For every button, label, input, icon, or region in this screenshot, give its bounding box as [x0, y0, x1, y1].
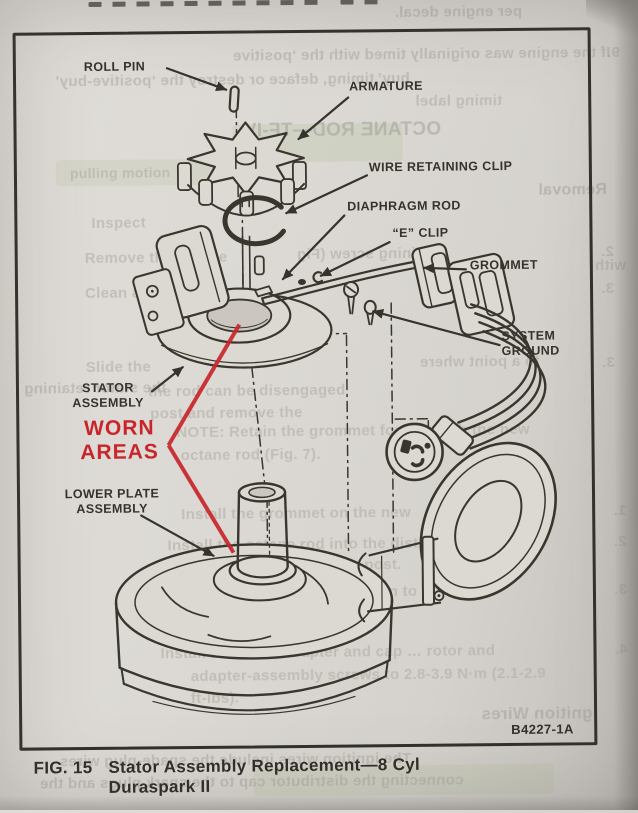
label-system-ground: SYSTEM GROUND: [501, 329, 559, 359]
worn-areas-lines: [166, 323, 242, 554]
label-worn-areas: WORN AREAS: [66, 416, 172, 465]
label-lower-plate-line2: ASSEMBLY: [76, 500, 148, 516]
lower-plate-arrow: [140, 514, 215, 557]
label-diaphragm-rod: DIAPHRAGM ROD: [347, 198, 461, 214]
label-armature: ARMATURE: [349, 78, 423, 94]
lower-plate-drawing: [114, 482, 394, 715]
label-system-ground-line1: SYSTEM: [501, 328, 556, 344]
label-e-clip: “E” CLIP: [392, 225, 449, 241]
armature-drawing: [176, 121, 307, 217]
wire-retaining-clip-drawing: [222, 195, 286, 247]
diaphragm-rod-arrow: [281, 214, 346, 281]
vacuum-advance-drawing: [357, 441, 557, 623]
roll-pin-drawing: [228, 85, 240, 113]
stator-assembly-drawing: [132, 224, 333, 369]
label-stator-line2: ASSEMBLY: [72, 394, 144, 410]
diaphragm-rod-drawing: [261, 257, 435, 326]
harness-drawing: [385, 243, 547, 482]
label-stator-assembly: STATOR ASSEMBLY: [60, 380, 156, 410]
label-lower-plate-line1: LOWER PLATE: [64, 486, 160, 502]
wire-routing-dashes: [320, 302, 430, 557]
label-lower-plate-assembly: LOWER PLATE ASSEMBLY: [53, 486, 171, 516]
page-bottom-shadow: [0, 796, 638, 810]
label-grommet: GROMMET: [469, 257, 538, 273]
roll-pin-arrow: [165, 67, 228, 91]
label-roll-pin: ROLL PIN: [83, 59, 146, 75]
label-worn-line2: AREAS: [80, 440, 159, 465]
label-wire-retaining-clip: WIRE RETAINING CLIP: [368, 158, 513, 175]
label-system-ground-line2: GROUND: [501, 343, 560, 358]
system-ground-arrow: [372, 309, 501, 347]
page-corner-shadow: [586, 0, 638, 42]
label-stator-line1: STATOR: [82, 380, 134, 396]
label-worn-line1: WORN: [83, 416, 155, 441]
armature-arrow: [297, 96, 350, 141]
wire-retaining-clip-arrow: [285, 174, 369, 215]
stator-assembly-arrow: [150, 366, 184, 393]
page-edge-shadow: [614, 0, 638, 810]
leader-arrows: [140, 67, 501, 557]
e-clip-arrow: [319, 241, 391, 277]
grommet-arrow: [422, 263, 467, 274]
